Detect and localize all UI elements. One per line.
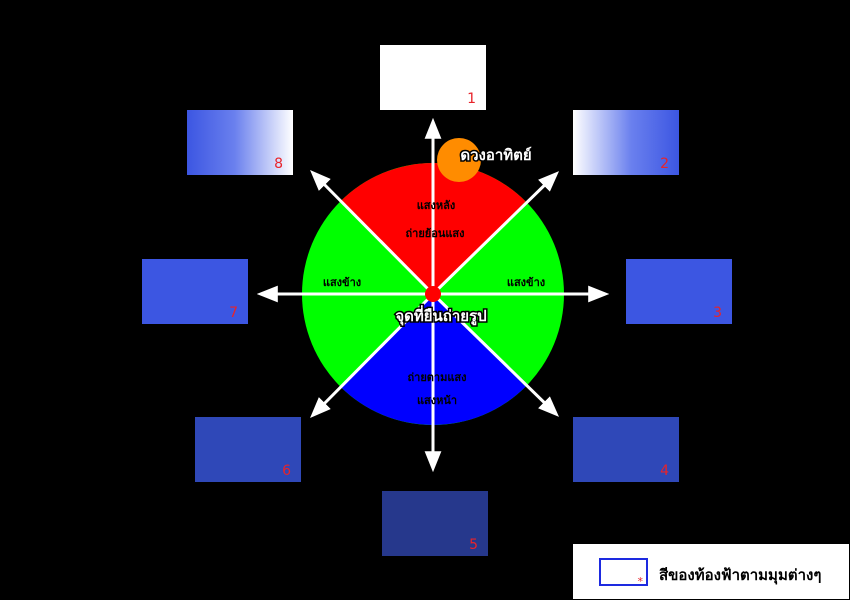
sky-box-number: 3 — [713, 305, 722, 321]
legend: * สีของท้องฟ้าตามมุมต่างๆ — [573, 544, 849, 599]
back-light-label: แสงหลัง — [417, 199, 456, 212]
front-shooting-label: ถ่ายตามแสง — [407, 371, 466, 384]
sky-box-number: 1 — [467, 91, 476, 107]
right-side-light-label: แสงข้าง — [507, 276, 545, 289]
camera-position-label: จุดที่ยืนถ่ายรูป — [395, 305, 486, 326]
sky-box-2: 2 — [573, 110, 679, 175]
sky-box-4: 4 — [573, 417, 679, 482]
front-light-label: แสงหน้า — [417, 394, 457, 407]
direction-arrows — [256, 117, 610, 473]
sky-box-7: 7 — [142, 259, 248, 324]
sky-box-number: 7 — [229, 305, 238, 321]
backlit-shooting-label: ถ่ายย้อนแสง — [405, 227, 464, 240]
sky-box-8: 8 — [187, 110, 293, 175]
arrow-up-left — [310, 170, 435, 296]
sky-box-5: 5 — [382, 491, 488, 556]
sky-box-number: 6 — [282, 463, 291, 479]
sky-box-number: 8 — [274, 156, 283, 172]
arrow-down-left — [310, 292, 435, 418]
sun-icon — [437, 138, 481, 182]
legend-star: * — [637, 575, 644, 588]
left-side-light-label: แสงข้าง — [323, 276, 361, 289]
arrow-up-right — [431, 171, 560, 296]
sky-box-number: 2 — [660, 156, 669, 172]
legend-swatch: * — [599, 558, 648, 588]
sky-box-1: 1 — [380, 45, 486, 110]
sun-label: ดวงอาทิตย์ — [460, 146, 531, 164]
sky-box-6: 6 — [195, 417, 301, 482]
arrow-down-right — [431, 292, 560, 417]
sky-box-number: 5 — [469, 537, 478, 553]
legend-text: สีของท้องฟ้าตามมุมต่างๆ — [659, 566, 822, 584]
sky-box-number: 4 — [660, 463, 669, 479]
camera-position-marker — [425, 286, 441, 302]
sky-box-3: 3 — [626, 259, 732, 324]
